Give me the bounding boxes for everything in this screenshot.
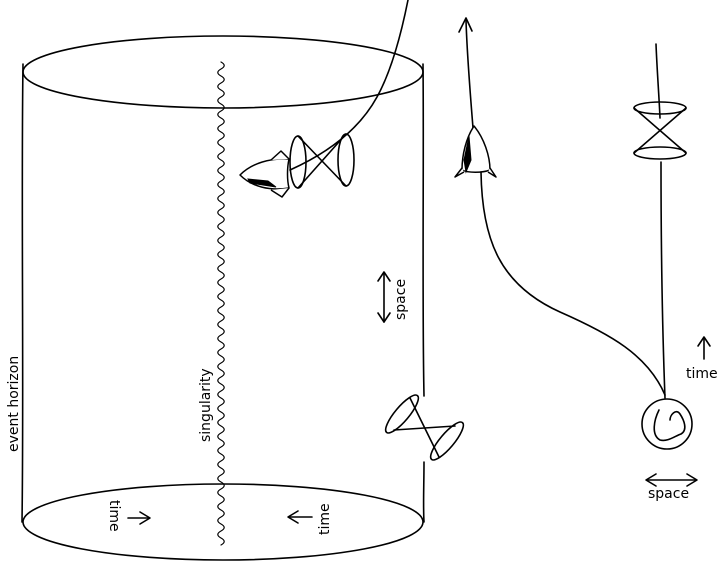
time-label-right: time [317, 503, 333, 535]
black-hole-cylinder [21, 35, 425, 561]
time-arrow-right [287, 510, 313, 524]
space-horizontal-arrow [645, 473, 698, 487]
cylinder-right-side [422, 63, 425, 397]
time-label-left: time [106, 500, 122, 532]
space-vertical-arrow [377, 271, 391, 323]
cylinder-bottom-ellipse [22, 483, 424, 561]
rocket-infalling-icon [239, 150, 290, 198]
escape-trajectory [480, 171, 666, 396]
time-arrow-left [127, 511, 151, 525]
planet-worldline [655, 43, 666, 399]
event-horizon-label: event horizon [6, 356, 22, 452]
time-label-outside: time [686, 366, 718, 382]
space-outside-label: space [648, 486, 689, 502]
light-cone-outside [633, 101, 687, 160]
rocket-escaping-icon [454, 125, 497, 178]
time-arrow-outside [697, 336, 711, 360]
singularity-squiggle [217, 61, 225, 546]
infalling-trajectory [289, 0, 409, 171]
cylinder-top-ellipse [22, 35, 424, 109]
cylinder-left-side [21, 63, 24, 523]
space-vertical-label: space [393, 279, 409, 320]
escape-direction-arrow [458, 17, 474, 129]
light-cone-at-horizon [384, 394, 465, 461]
planet-icon [641, 398, 693, 450]
light-cone-inside [289, 133, 355, 189]
singularity-label: singularity [198, 368, 214, 442]
